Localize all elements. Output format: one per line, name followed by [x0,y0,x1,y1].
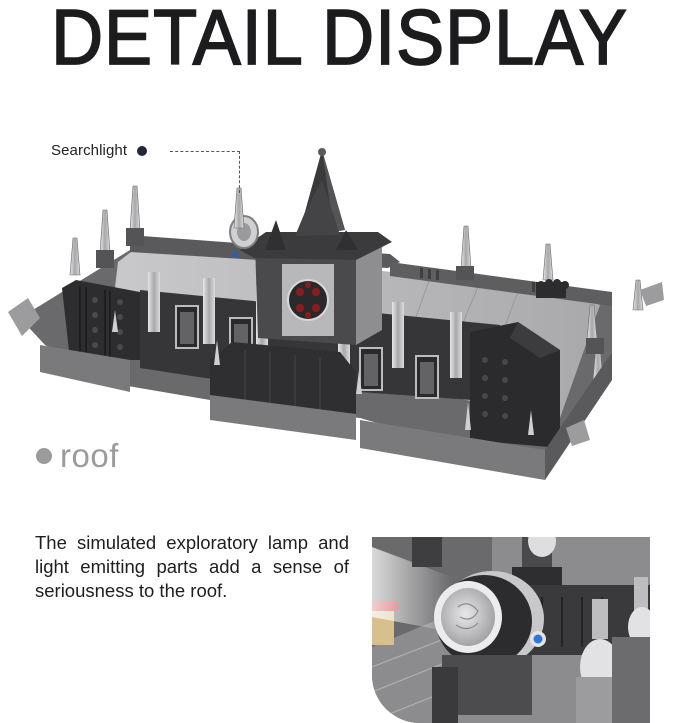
dot-icon [36,448,52,464]
page-title: DETAIL DISPLAY [50,0,628,82]
callout-leader-line [239,151,240,193]
searchlight-label: Searchlight [51,142,128,159]
searchlight-callout: Searchlight [51,142,148,159]
section-label-text: roof [60,437,119,474]
searchlight-closeup-image [372,537,656,723]
castle-model-image [0,140,679,480]
dot-icon [137,145,148,156]
callout-leader-line [170,151,240,152]
description-text: The simulated exploratory lamp and light… [35,532,349,601]
section-label-roof: roof [36,437,119,475]
